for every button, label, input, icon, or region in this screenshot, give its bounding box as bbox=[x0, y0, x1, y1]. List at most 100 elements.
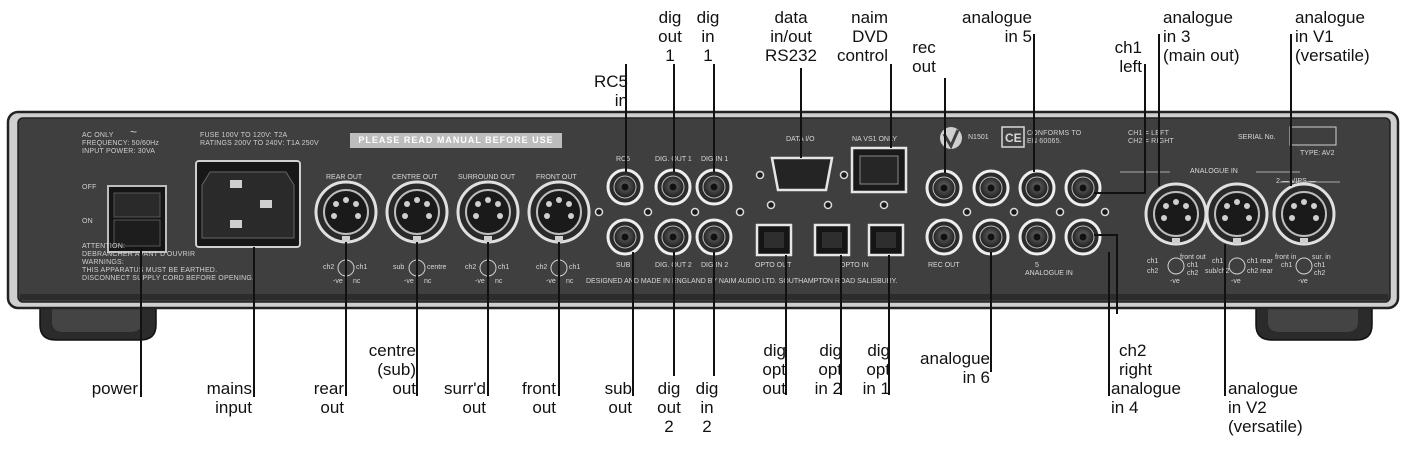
label-sub: SUB bbox=[616, 262, 631, 269]
warning-banner: PLEASE READ MANUAL BEFORE USE bbox=[350, 133, 562, 148]
rca-analogue-6 bbox=[972, 218, 1010, 256]
rca-rc5 bbox=[606, 168, 644, 206]
leader-line bbox=[840, 255, 842, 395]
pin-label: front in bbox=[1275, 254, 1297, 261]
din-analogue-in-v1 bbox=[1272, 182, 1336, 246]
din-rear-out bbox=[314, 180, 378, 244]
leader-line bbox=[785, 255, 787, 395]
ce-text: CE bbox=[1005, 131, 1022, 145]
pin-label: ch1 bbox=[1212, 258, 1224, 265]
leader-line bbox=[625, 64, 627, 172]
leader-line bbox=[140, 247, 142, 397]
label-front-out: FRONT OUT bbox=[536, 174, 577, 181]
pin-label: sub/ch2 bbox=[1205, 268, 1230, 275]
pin-label: -ve bbox=[404, 278, 414, 285]
leader-line bbox=[1224, 244, 1226, 396]
pin-label: front out bbox=[1180, 254, 1206, 261]
pin-label: centre bbox=[427, 264, 447, 271]
label-vips: 2 — VIPS — bbox=[1276, 178, 1316, 185]
label-rear-out: REAR OUT bbox=[326, 174, 363, 181]
pin-label: ch2 bbox=[536, 264, 548, 271]
label-rec-out: REC OUT bbox=[928, 262, 960, 269]
leader-line bbox=[1158, 34, 1160, 186]
opto-out bbox=[755, 223, 793, 257]
pin-label: nc bbox=[424, 278, 432, 285]
leader-line bbox=[1094, 234, 1118, 236]
rca-analogue-6-right bbox=[1018, 218, 1056, 256]
pin-label: nc bbox=[566, 278, 574, 285]
rca-dig-in-1 bbox=[695, 168, 733, 206]
leader-line bbox=[888, 255, 890, 395]
label-opto-in: OPTO IN bbox=[840, 262, 869, 269]
pin-label: -ve bbox=[546, 278, 556, 285]
data-io-port bbox=[770, 156, 834, 192]
leader-line bbox=[673, 252, 675, 376]
pin-label: ch1 bbox=[1147, 258, 1159, 265]
label-opto-out: OPTO OUT bbox=[755, 262, 792, 269]
serial-label: SERIAL No. bbox=[1238, 134, 1276, 141]
label-navs1: NA VS1 ONLY bbox=[852, 136, 898, 143]
rca-analogue-5-right bbox=[1018, 169, 1056, 207]
pin-label: sub bbox=[393, 264, 405, 271]
opto-in-2 bbox=[813, 223, 851, 257]
rca-dig-out-2 bbox=[654, 218, 692, 256]
pin-label: -ve bbox=[1231, 278, 1241, 285]
pin-label: ch1 bbox=[1281, 262, 1293, 269]
rca-rec-out-right bbox=[925, 218, 963, 256]
leader-line bbox=[1108, 252, 1110, 396]
pin-label: sur. in bbox=[1312, 254, 1331, 261]
leader-line bbox=[1116, 234, 1118, 314]
din-analogue-in-v2 bbox=[1205, 182, 1269, 246]
leader-line bbox=[1144, 64, 1146, 194]
din-centre-out bbox=[385, 180, 449, 244]
leader-line bbox=[253, 247, 255, 397]
leader-line bbox=[713, 252, 715, 376]
pin-label: ch1 rear bbox=[1247, 258, 1273, 265]
leader-line bbox=[345, 242, 347, 396]
leader-line bbox=[713, 64, 715, 172]
pin-label: ch2 rear bbox=[1247, 268, 1273, 275]
ac-symbol: ~ bbox=[130, 125, 138, 139]
rca-analogue-5-left bbox=[972, 169, 1010, 207]
leader-line bbox=[558, 242, 560, 396]
pin-label: ch2 bbox=[465, 264, 477, 271]
callout-power: power bbox=[91, 379, 138, 398]
rca-sub bbox=[606, 218, 644, 256]
ce-mark bbox=[1001, 126, 1025, 148]
leader-line bbox=[632, 252, 634, 396]
pin-label: ch2 bbox=[1314, 270, 1326, 277]
leader-line bbox=[1033, 34, 1035, 172]
leader-line bbox=[673, 64, 675, 172]
pin-label: -ve bbox=[475, 278, 485, 285]
pin-label: -ve bbox=[333, 278, 343, 285]
pin-label: nc bbox=[495, 278, 503, 285]
off-label: OFF bbox=[82, 184, 97, 191]
pin-label: ch2 bbox=[323, 264, 335, 271]
model-number: N1501 bbox=[968, 134, 989, 141]
pin-label: ch2 bbox=[1147, 268, 1159, 275]
